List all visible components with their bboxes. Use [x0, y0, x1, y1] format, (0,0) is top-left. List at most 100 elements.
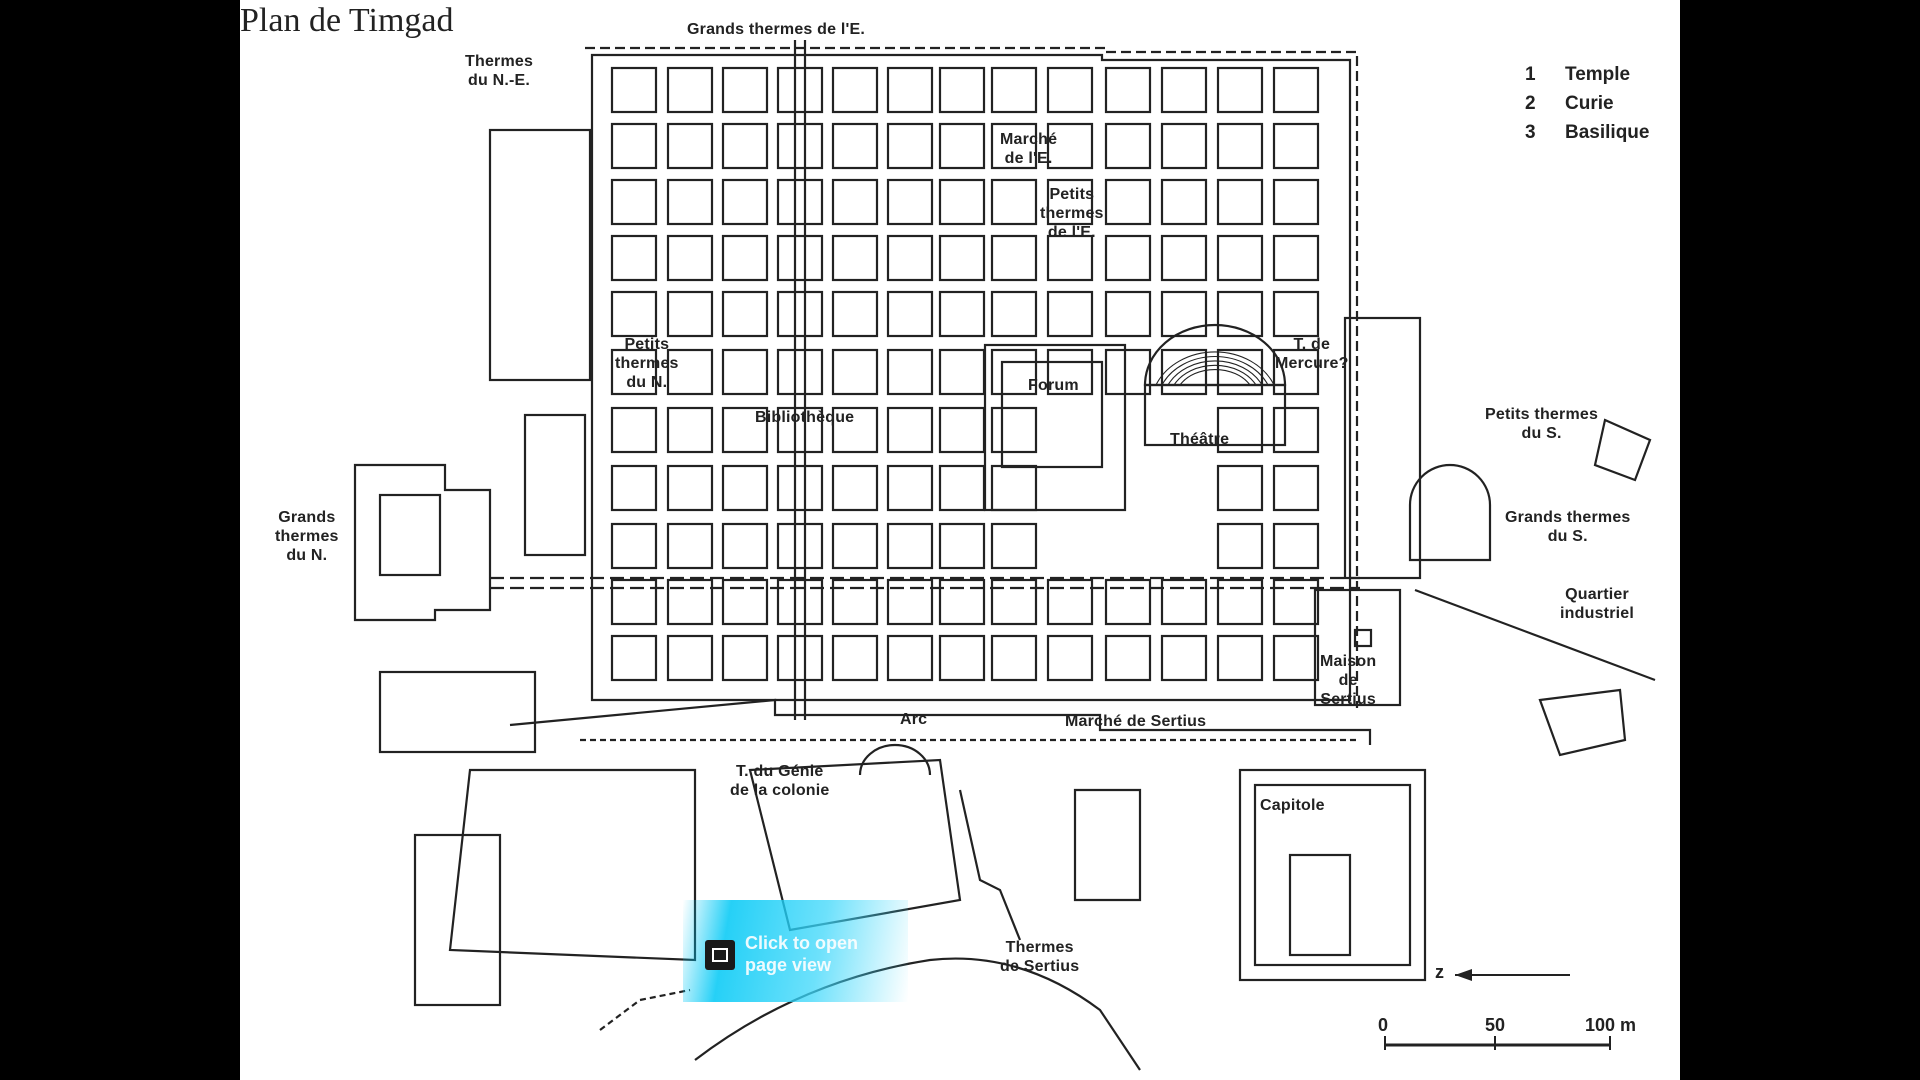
- insula: [1104, 122, 1152, 170]
- insula: [610, 464, 658, 512]
- label-t-mercure: T. de Mercure?: [1275, 336, 1349, 372]
- label-grands-thermes-e: Grands thermes de l'E.: [687, 21, 866, 38]
- legend-name: Curie: [1565, 93, 1614, 114]
- insula: [1104, 634, 1152, 682]
- south-dashed: [599, 988, 691, 1031]
- insula: [721, 290, 769, 338]
- insula: [1216, 122, 1264, 170]
- insula: [776, 66, 824, 114]
- insula: [1216, 522, 1264, 570]
- insula: [1272, 578, 1320, 626]
- map-drawing: [353, 40, 1656, 1071]
- grands-thermes-n: [353, 463, 492, 622]
- legend-num: 1: [1525, 64, 1536, 85]
- capitole-temple: [1288, 853, 1352, 957]
- insula: [938, 634, 986, 682]
- label-marche-sertius: Marché de Sertius: [1065, 713, 1207, 730]
- insula: [1104, 178, 1152, 226]
- insula: [886, 234, 934, 282]
- insula: [776, 234, 824, 282]
- scale-tick-50: 50: [1485, 1015, 1506, 1035]
- label-t-genie: T. du Génie de la colonie: [730, 763, 830, 799]
- insula: [1046, 66, 1094, 114]
- insula: [1160, 634, 1208, 682]
- legend-name: Temple: [1565, 64, 1631, 85]
- genie-temple-area: [448, 768, 697, 962]
- label-grands-thermes-n: Grands thermes du N.: [275, 509, 339, 564]
- road-south-1: [958, 789, 1022, 941]
- insula: [666, 234, 714, 282]
- insula: [938, 122, 986, 170]
- label-maison-sertius: Maison de Sertius: [1320, 653, 1377, 708]
- insula: [886, 178, 934, 226]
- label-marche-e: Marché de l'E.: [1000, 131, 1058, 167]
- north-symbol: z: [1435, 962, 1444, 982]
- insula: [610, 348, 658, 396]
- maison-sertius-room: [1353, 628, 1373, 648]
- insula: [721, 178, 769, 226]
- legend-item-2: 2 Curie: [1525, 93, 1614, 115]
- insula: [776, 290, 824, 338]
- insula: [1272, 122, 1320, 170]
- label-thermes-ne: Thermes du N.-E.: [465, 53, 534, 89]
- forum-court: [1000, 360, 1104, 469]
- insula: [1272, 406, 1320, 454]
- insula: [886, 522, 934, 570]
- insula: [666, 464, 714, 512]
- insula: [1216, 578, 1264, 626]
- east-building: [1538, 688, 1627, 757]
- insula: [1046, 234, 1094, 282]
- theatre-row: [1173, 364, 1257, 386]
- maison-sertius: [1313, 588, 1402, 707]
- legend-num: 2: [1525, 93, 1536, 114]
- insula: [1216, 234, 1264, 282]
- insula: [1160, 66, 1208, 114]
- insula: [938, 578, 986, 626]
- insula: [1160, 578, 1208, 626]
- insula: [610, 634, 658, 682]
- insula: [831, 634, 879, 682]
- insula: [938, 522, 986, 570]
- label-petits-thermes-n: Petits thermes du N.: [615, 336, 679, 391]
- theatre-cavea: [1143, 323, 1287, 387]
- city-wall: [590, 53, 1352, 702]
- insula: [776, 406, 824, 454]
- insula: [831, 464, 879, 512]
- insula: [831, 234, 879, 282]
- insula: [938, 464, 986, 512]
- sw-block: [413, 833, 502, 1007]
- insula: [1272, 178, 1320, 226]
- insula: [1104, 234, 1152, 282]
- insula: [990, 464, 1038, 512]
- insula: [610, 234, 658, 282]
- insula: [1046, 348, 1094, 396]
- insula: [1104, 66, 1152, 114]
- insula: [990, 406, 1038, 454]
- page-view-overlay[interactable]: Click to open page view: [683, 900, 908, 1002]
- insula: [1216, 66, 1264, 114]
- grands-thermes-n-inner: [378, 493, 442, 577]
- insula: [831, 290, 879, 338]
- insula: [666, 66, 714, 114]
- south-block: [1073, 788, 1142, 902]
- capitole-inner: [1253, 783, 1412, 967]
- insula: [721, 406, 769, 454]
- west-block: [488, 128, 592, 382]
- insula: [938, 66, 986, 114]
- grands-thermes-s: [1408, 463, 1492, 562]
- insula: [666, 406, 714, 454]
- label-forum: Forum: [1028, 377, 1079, 394]
- insula: [831, 406, 879, 454]
- insula: [776, 178, 824, 226]
- insula: [1216, 634, 1264, 682]
- insula: [1272, 464, 1320, 512]
- label-bibliotheque: Bibliothèque: [755, 409, 855, 426]
- insula: [610, 406, 658, 454]
- insula: [886, 348, 934, 396]
- insula: [938, 234, 986, 282]
- insula: [666, 634, 714, 682]
- insula: [990, 522, 1038, 570]
- insula: [990, 578, 1038, 626]
- label-arc: Arc: [900, 711, 928, 728]
